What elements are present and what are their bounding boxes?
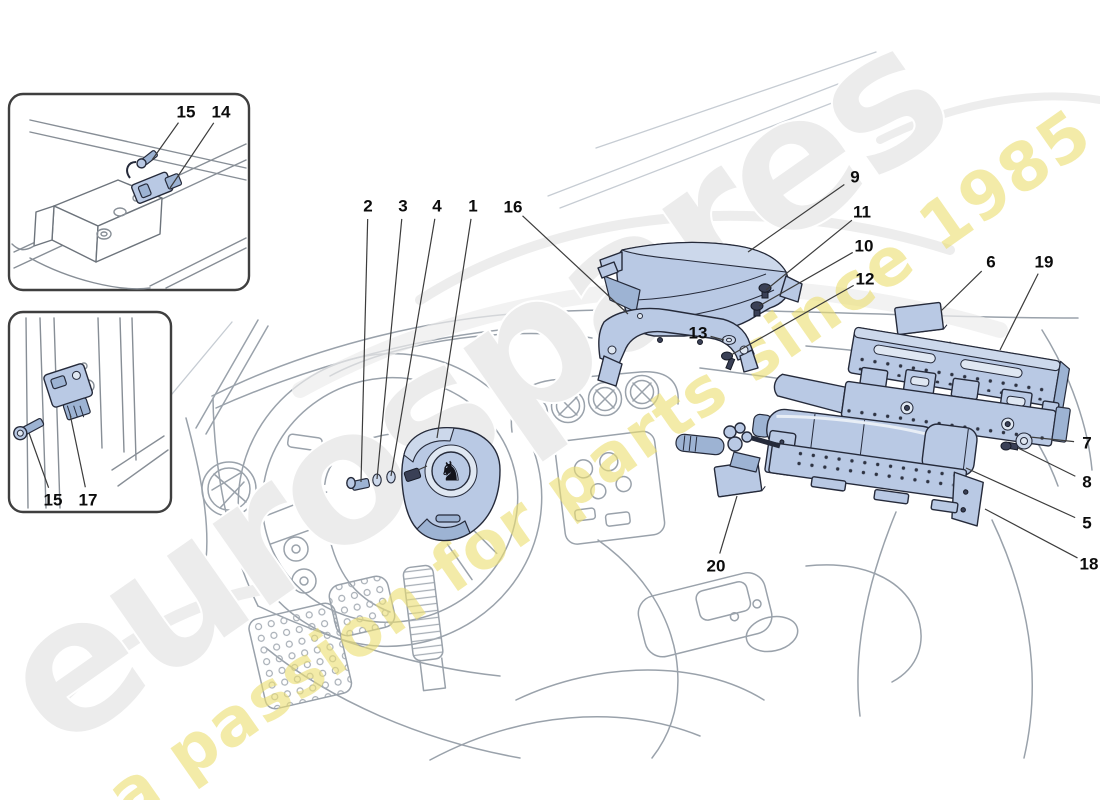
callout-label: 14 — [212, 103, 231, 122]
crash-sensor-17 — [43, 363, 94, 421]
leader-line — [940, 270, 983, 312]
callout-label: 7 — [1082, 434, 1091, 453]
callout-label: 9 — [850, 168, 859, 187]
leader-line — [151, 122, 179, 161]
leader-line — [758, 251, 854, 307]
sensor-bolt-15-top — [136, 150, 158, 169]
leader-line — [390, 218, 436, 477]
inset-pillar-sensor — [7, 310, 173, 514]
leader-line — [1029, 436, 1075, 443]
callout-10: 10 — [758, 237, 874, 307]
callout-label: 15 — [177, 103, 196, 122]
fastener-10 — [750, 301, 764, 317]
callout-15: 15 — [151, 103, 196, 161]
leader-line — [719, 495, 738, 554]
steering-angle-sensor-assembly — [675, 422, 781, 473]
callout-5: 5 — [965, 467, 1092, 533]
leader-line — [730, 284, 854, 356]
callout-label: 15 — [44, 491, 63, 510]
sensor-bolt-15-side — [13, 418, 45, 441]
callout-label: 3 — [398, 197, 407, 216]
bolt-8 — [1000, 432, 1033, 451]
callout-label: 1 — [468, 197, 477, 216]
leader-line — [747, 183, 845, 253]
callout-13: 13 — [689, 324, 725, 343]
callout-label: 8 — [1082, 473, 1091, 492]
callout-4: 4 — [390, 197, 442, 477]
callout-label: 12 — [856, 270, 875, 289]
callout-label: 11 — [853, 203, 871, 222]
callout-9: 9 — [747, 168, 860, 253]
callout-2: 2 — [360, 197, 373, 483]
leader-line — [436, 218, 472, 439]
callout-18: 18 — [984, 508, 1099, 574]
callout-1: 1 — [436, 197, 478, 439]
callout-17: 17 — [69, 413, 98, 510]
driver-airbag-module: ♞ — [401, 427, 501, 542]
pillar-lines — [25, 317, 169, 509]
leader-line — [360, 218, 369, 483]
screw-12 — [721, 351, 736, 371]
callout-label: 19 — [1035, 253, 1054, 272]
callout-label: 18 — [1080, 555, 1099, 574]
leader-line — [69, 413, 86, 488]
prancing-horse-logo: ♞ — [439, 457, 463, 488]
airbag-fixing-bolt — [346, 476, 371, 491]
leader-line — [522, 215, 629, 315]
callout-15: 15 — [28, 432, 63, 510]
leader-line — [999, 273, 1039, 351]
callout-label: 13 — [689, 324, 708, 343]
leader-line — [1017, 447, 1076, 477]
callout-label: 4 — [432, 197, 442, 216]
center-console — [265, 511, 922, 761]
column-trim-bracket — [597, 307, 759, 387]
steering-wheel-badge — [431, 451, 471, 491]
callout-16: 16 — [504, 198, 629, 315]
callout-label: 20 — [707, 557, 726, 576]
callout-19: 19 — [999, 253, 1054, 351]
callout-20: 20 — [707, 495, 738, 576]
fastener-11 — [758, 283, 772, 299]
highlighted-parts: ♞ — [346, 241, 1071, 542]
washer-13 — [721, 334, 737, 346]
callout-label: 10 — [855, 237, 874, 256]
callout-6: 6 — [940, 253, 996, 312]
callout-label: 16 — [504, 198, 523, 217]
leader-line — [984, 508, 1078, 559]
knee-airbag-bracket — [764, 429, 984, 527]
roof-lines — [547, 51, 877, 209]
callout-label: 17 — [79, 491, 98, 510]
center-stack — [554, 430, 666, 545]
callout-11: 11 — [765, 203, 871, 291]
leader-line — [710, 335, 725, 341]
washer-4 — [386, 470, 396, 484]
inset-roof-sensor — [7, 92, 251, 292]
airbag-connector — [403, 465, 428, 482]
callout-14: 14 — [169, 103, 231, 189]
callout-3: 3 — [376, 197, 408, 480]
leader-line — [376, 218, 403, 480]
callout-label: 5 — [1082, 514, 1091, 533]
callout-8: 8 — [1017, 447, 1092, 492]
bracket-tab — [597, 261, 619, 279]
leader-line — [28, 432, 50, 488]
pedals — [248, 564, 447, 710]
leader-line — [965, 467, 1076, 519]
leader-line — [169, 122, 215, 189]
leader-line — [765, 219, 853, 291]
callout-layer: 2 3 4 1 16 9 11 10 12 13 6 19 7 8 5 18 20 15 14 15 17 — [28, 103, 1099, 576]
callout-label: 2 — [363, 197, 372, 216]
dashboard-crossmember — [773, 366, 1071, 447]
callout-7: 7 — [1029, 434, 1092, 453]
callout-label: 6 — [986, 253, 995, 272]
callout-12: 12 — [730, 270, 875, 356]
pad-6 — [894, 301, 948, 336]
